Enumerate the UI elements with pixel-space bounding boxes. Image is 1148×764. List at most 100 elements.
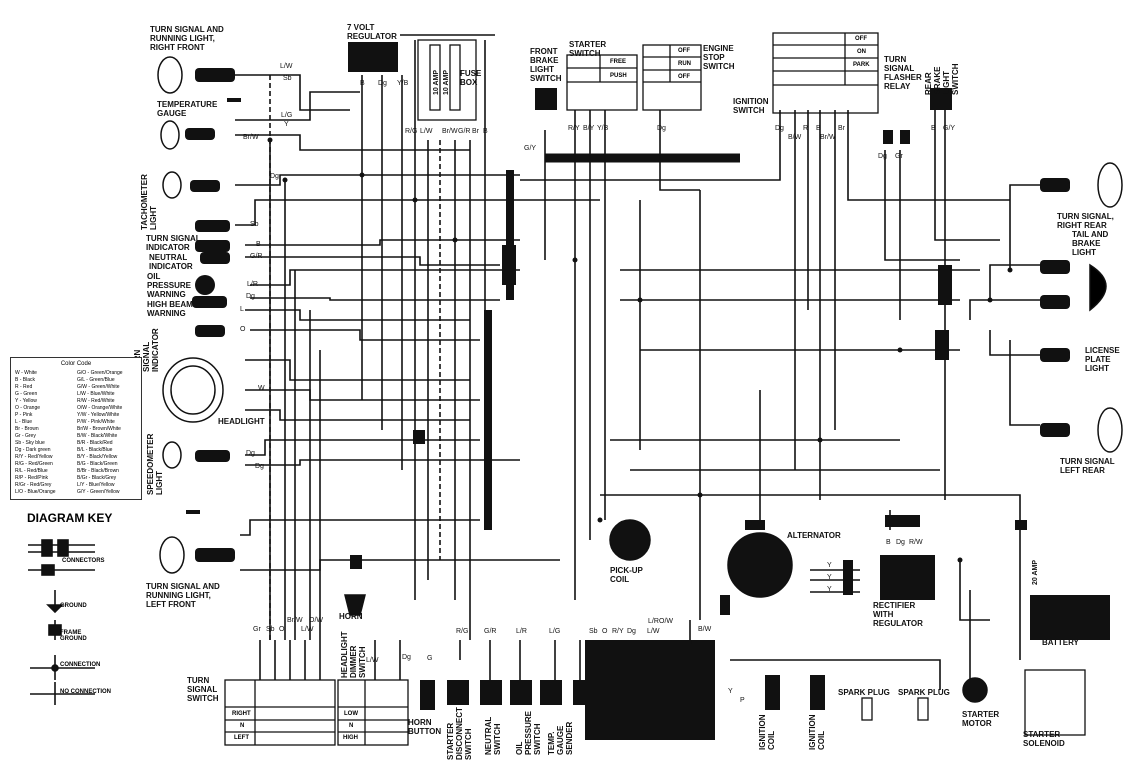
label-fuse-10a-1: 10 AMP — [433, 69, 440, 95]
key-connection: CONNECTION — [60, 662, 101, 668]
color-code-row: L - Blue — [15, 419, 33, 425]
diagram-key-title: DIAGRAM KEY — [27, 511, 113, 525]
starter-motor-body — [962, 677, 988, 703]
wire-es — [659, 110, 700, 191]
label-ignition-coil-1: IGNITION COIL — [758, 714, 776, 750]
code-fuse-lw: L/W — [420, 128, 433, 135]
label-turn-signal-flasher-relay: TURN SIGNAL FLASHER RELAY — [884, 55, 922, 91]
label-starter-disconnect-switch: STARTER DISCONNECT SWITCH — [446, 707, 473, 760]
code-ry: R/Y — [568, 125, 580, 132]
code-ign-bw: B/W — [788, 134, 802, 141]
code-sb2: Sb — [250, 221, 259, 228]
label-turn-signal-right-rear: TURN SIGNAL, RIGHT REAR — [1057, 212, 1114, 230]
code-fl-dg: Dg — [878, 153, 887, 160]
wire-speedo — [245, 439, 480, 456]
color-code-row: P - Pink — [15, 412, 33, 418]
label-alternator: ALTERNATOR — [787, 531, 841, 540]
color-code-row: G/O - Green/Orange — [77, 370, 123, 376]
wire-ts-lf2 — [240, 559, 560, 571]
color-code-row: B/W - Black/White — [77, 433, 118, 439]
code-coil-p: P — [740, 697, 745, 704]
code-rb-b: B — [931, 125, 936, 132]
label-spark-plug-2: SPARK PLUG — [898, 688, 950, 697]
code-bot-lw2: L/W — [366, 657, 379, 664]
wire-tsi2 — [250, 329, 480, 341]
pickup-coil — [609, 519, 651, 561]
bulb-lf — [159, 536, 185, 574]
dimmer-switch-table — [337, 679, 409, 746]
label-pickup-coil: PICK-UP COIL — [610, 566, 643, 584]
bulb-lr — [1097, 407, 1123, 453]
code-bot-ow: O/W — [309, 617, 323, 624]
code-gy: G/Y — [524, 145, 537, 152]
color-code-row: W - White — [15, 370, 37, 376]
wire-ign-1 — [520, 110, 781, 181]
key-frame-ground: FRAME GROUND — [60, 630, 87, 642]
code-pk-ow: O/W — [659, 618, 673, 625]
code-pk-lr: L/R — [648, 618, 659, 625]
headlight-lens — [162, 357, 224, 423]
engine-off-1: OFF — [678, 48, 690, 54]
code-bot-sb: Sb — [266, 626, 275, 633]
dim-low: LOW — [344, 711, 358, 717]
color-code-row: B/L - Black/Blue — [77, 447, 113, 453]
wire-neutral — [245, 256, 500, 266]
wire-ts-rf — [235, 74, 350, 111]
code-fuse-br: Br — [472, 128, 479, 135]
wire-bat-main — [600, 494, 1021, 660]
label-horn: HORN — [339, 612, 363, 621]
label-temperature-gauge: TEMPERATURE GAUGE — [157, 100, 218, 118]
wire-20a — [959, 560, 990, 621]
color-code-row: O - Orange — [15, 405, 41, 411]
wire-hb2 — [245, 309, 470, 321]
wire-tsi — [245, 239, 520, 246]
bulb-rf — [157, 56, 183, 94]
horn-body — [344, 594, 366, 616]
code-reg-yb: Y/B — [397, 80, 409, 87]
label-fuse-10a-2: 10 AMP — [443, 69, 450, 95]
ignition-table — [772, 32, 879, 114]
color-code-row: B/Y - Black/Yellow — [77, 454, 118, 460]
color-code-row: R/P - Red/Pink — [15, 475, 48, 481]
code-ign-br: Br — [838, 125, 845, 132]
code-bot-lg: L/G — [549, 628, 561, 635]
label-headlight: HEADLIGHT — [218, 417, 265, 426]
key-ground: GROUND — [60, 603, 87, 609]
code-ign-b: B — [816, 125, 821, 132]
color-code-title: Color Code — [60, 361, 92, 367]
color-code-row: Y - Yellow — [15, 398, 37, 404]
ignition-park: PARK — [853, 62, 870, 68]
label-license-plate-light: LICENSE PLATE LIGHT — [1085, 346, 1120, 373]
code-lg: L/G — [281, 112, 293, 119]
code-w: W — [258, 385, 265, 392]
code-rb-gy: G/Y — [943, 125, 956, 132]
code-yb2: Y/B — [597, 125, 609, 132]
wire-oil — [250, 269, 520, 286]
color-code-row: R/W - Red/White — [77, 398, 115, 404]
solenoid-box — [1024, 669, 1086, 736]
color-code-row: B/Gr - Black/Grey — [77, 475, 117, 481]
color-code-row: R/L - Red/Blue — [15, 468, 48, 474]
code-ign-brw: Br/W — [820, 134, 836, 141]
label-front-brake-light-switch: FRONT BRAKE LIGHT SWITCH — [530, 47, 562, 83]
engine-stop-table — [642, 44, 702, 111]
label-turn-signal-left-rear: TURN SIGNAL LEFT REAR — [1060, 457, 1115, 475]
label-tachometer-light: TACHOMETER LIGHT — [140, 174, 158, 230]
label-neutral-indicator: NEUTRAL INDICATOR — [149, 253, 193, 271]
code-rect-rw: R/W — [909, 539, 923, 546]
label-high-beam-warning: HIGH BEAM WARNING — [147, 300, 193, 318]
code-bot-g: G — [427, 655, 433, 662]
code-bot-lw3: L/W — [647, 628, 660, 635]
code-sb: Sb — [283, 75, 292, 82]
color-code-row: Br/W - Brown/White — [77, 426, 121, 432]
code-o: O — [240, 326, 246, 333]
code-alt-y2: Y — [827, 574, 832, 581]
label-fuse-20a: 20 AMP — [1032, 559, 1039, 585]
code-dg: Dg — [270, 173, 279, 180]
label-oil-pressure-warning: OIL PRESSURE WARNING — [147, 272, 192, 299]
code-y: Y — [284, 121, 289, 128]
wire-ign-6 — [847, 110, 1010, 201]
key-connectors: CONNECTORS — [62, 558, 105, 564]
code-fuse-b: B — [483, 128, 488, 135]
